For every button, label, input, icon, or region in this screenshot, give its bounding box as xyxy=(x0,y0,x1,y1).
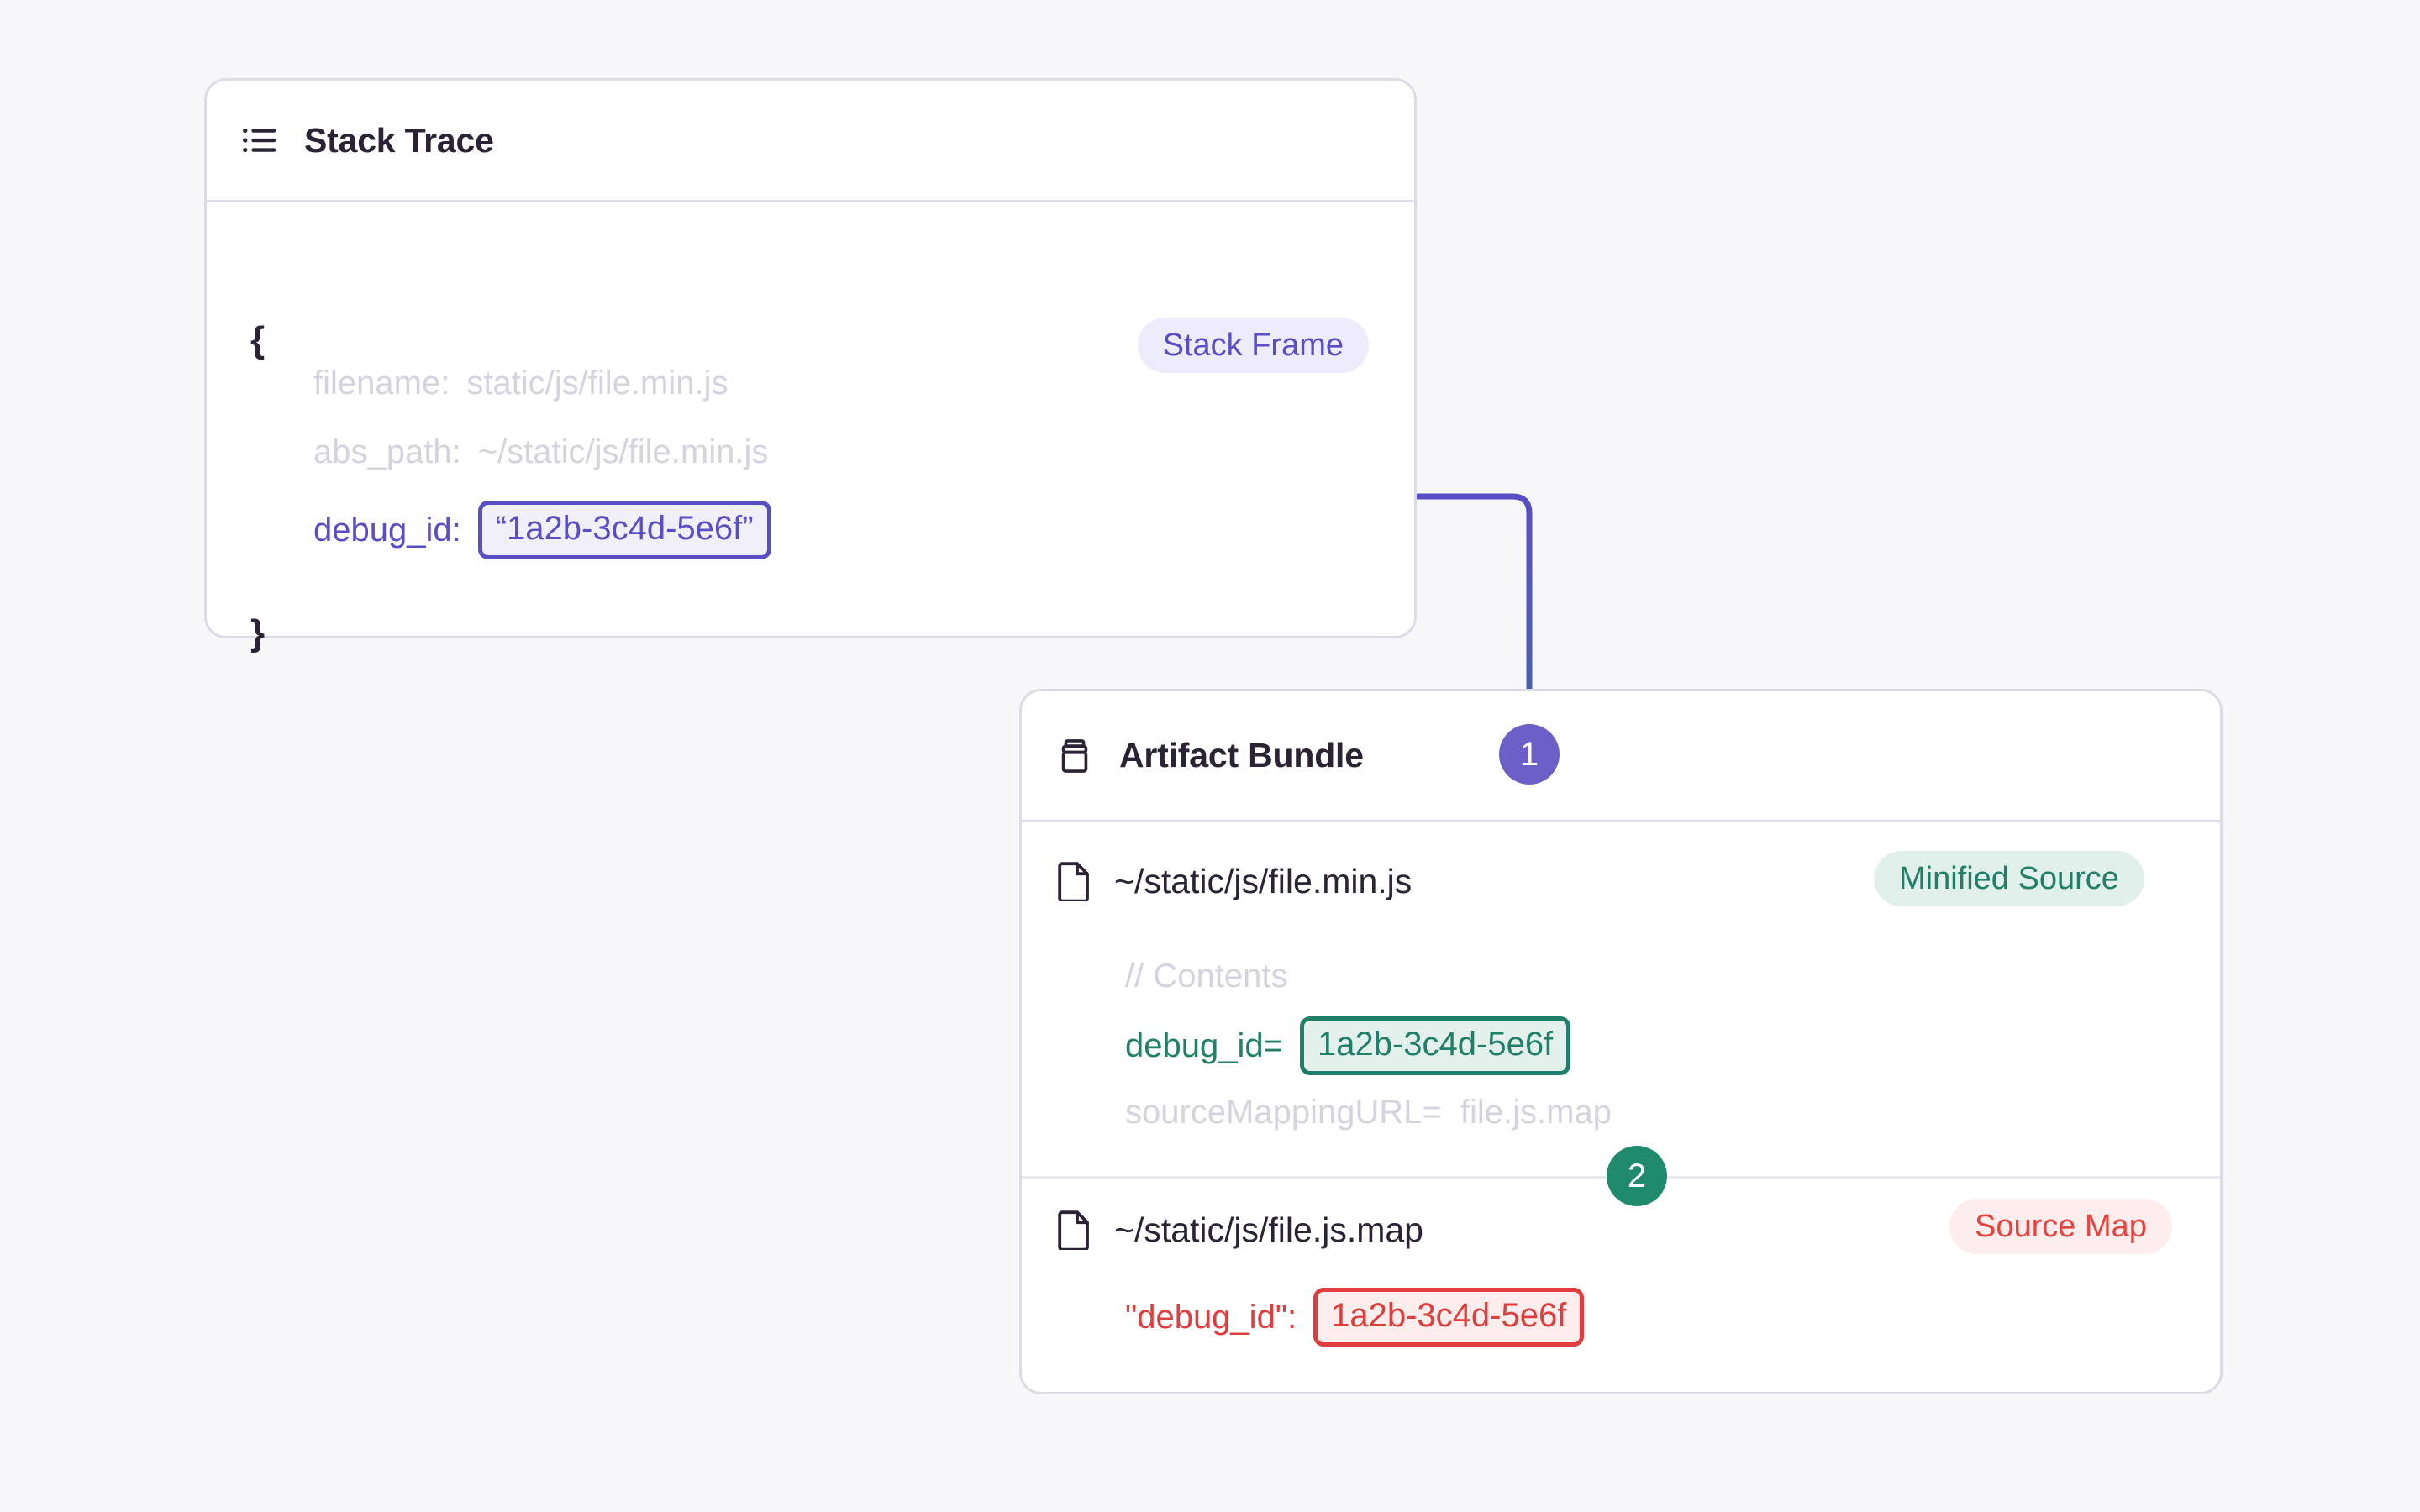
source-map-debugid-row: "debug_id": 1a2b-3c4d-5e6f xyxy=(1125,1288,1585,1347)
stack-frame-filename-row: filename: static/js/file.min.js xyxy=(313,365,728,402)
sourcemappingurl-value: file.js.map xyxy=(1460,1094,1612,1131)
step-badge-2: 2 xyxy=(1607,1146,1667,1206)
stack-trace-card-header: Stack Trace xyxy=(207,81,1414,202)
file-icon xyxy=(1057,861,1091,903)
json-close-brace: } xyxy=(250,612,266,654)
minified-debugid-row: debug_id= 1a2b-3c4d-5e6f xyxy=(1125,1016,1571,1075)
stack-frame-debugid-value-chip[interactable]: “1a2b-3c4d-5e6f” xyxy=(477,501,771,559)
step-badge-1: 1 xyxy=(1499,724,1560,785)
artifact-bundle-title: Artifact Bundle xyxy=(1119,736,1364,774)
source-map-pill: Source Map xyxy=(1949,1199,2172,1254)
abspath-key: abs_path: xyxy=(313,433,461,470)
minified-source-file-row[interactable]: ~/static/js/file.min.js xyxy=(1057,861,1413,903)
stack-trace-title: Stack Trace xyxy=(304,120,494,160)
artifact-bundle-card-header: Artifact Bundle xyxy=(1022,691,2220,822)
stack-frame-pill: Stack Frame xyxy=(1137,318,1369,373)
debugid-key: debug_id: xyxy=(313,511,461,549)
source-map-file-row[interactable]: ~/static/js/file.js.map xyxy=(1057,1210,1423,1252)
minified-source-pill: Minified Source xyxy=(1874,851,2144,906)
source-map-debugid-value-chip[interactable]: 1a2b-3c4d-5e6f xyxy=(1313,1288,1585,1347)
stack-frame-debugid-row: debug_id: “1a2b-3c4d-5e6f” xyxy=(313,501,771,559)
abspath-value: ~/static/js/file.min.js xyxy=(477,433,769,470)
minified-debugid-value-chip[interactable]: 1a2b-3c4d-5e6f xyxy=(1299,1016,1571,1075)
sourcemappingurl-key: sourceMappingURL= xyxy=(1125,1094,1442,1131)
minified-contents-comment: // Contents xyxy=(1125,958,1287,995)
filename-value: static/js/file.min.js xyxy=(466,365,729,402)
minified-source-file-name: ~/static/js/file.min.js xyxy=(1114,861,1413,900)
minified-debugid-key: debug_id= xyxy=(1125,1026,1283,1064)
jar-icon xyxy=(1055,737,1094,775)
contents-comment-text: // Contents xyxy=(1125,958,1288,995)
stack-trace-card: Stack Trace { filename: static/js/file.m… xyxy=(204,78,1417,654)
filename-key: filename: xyxy=(313,365,450,402)
source-map-file-name: ~/static/js/file.js.map xyxy=(1114,1210,1423,1249)
file-icon xyxy=(1057,1210,1091,1252)
stack-frame-abspath-row: abs_path: ~/static/js/file.min.js xyxy=(313,433,768,471)
list-icon xyxy=(240,121,279,160)
source-map-debugid-key: "debug_id": xyxy=(1125,1298,1297,1336)
json-open-brace: { xyxy=(250,319,266,360)
minified-sourcemappingurl-row: sourceMappingURL= file.js.map xyxy=(1125,1094,1612,1131)
